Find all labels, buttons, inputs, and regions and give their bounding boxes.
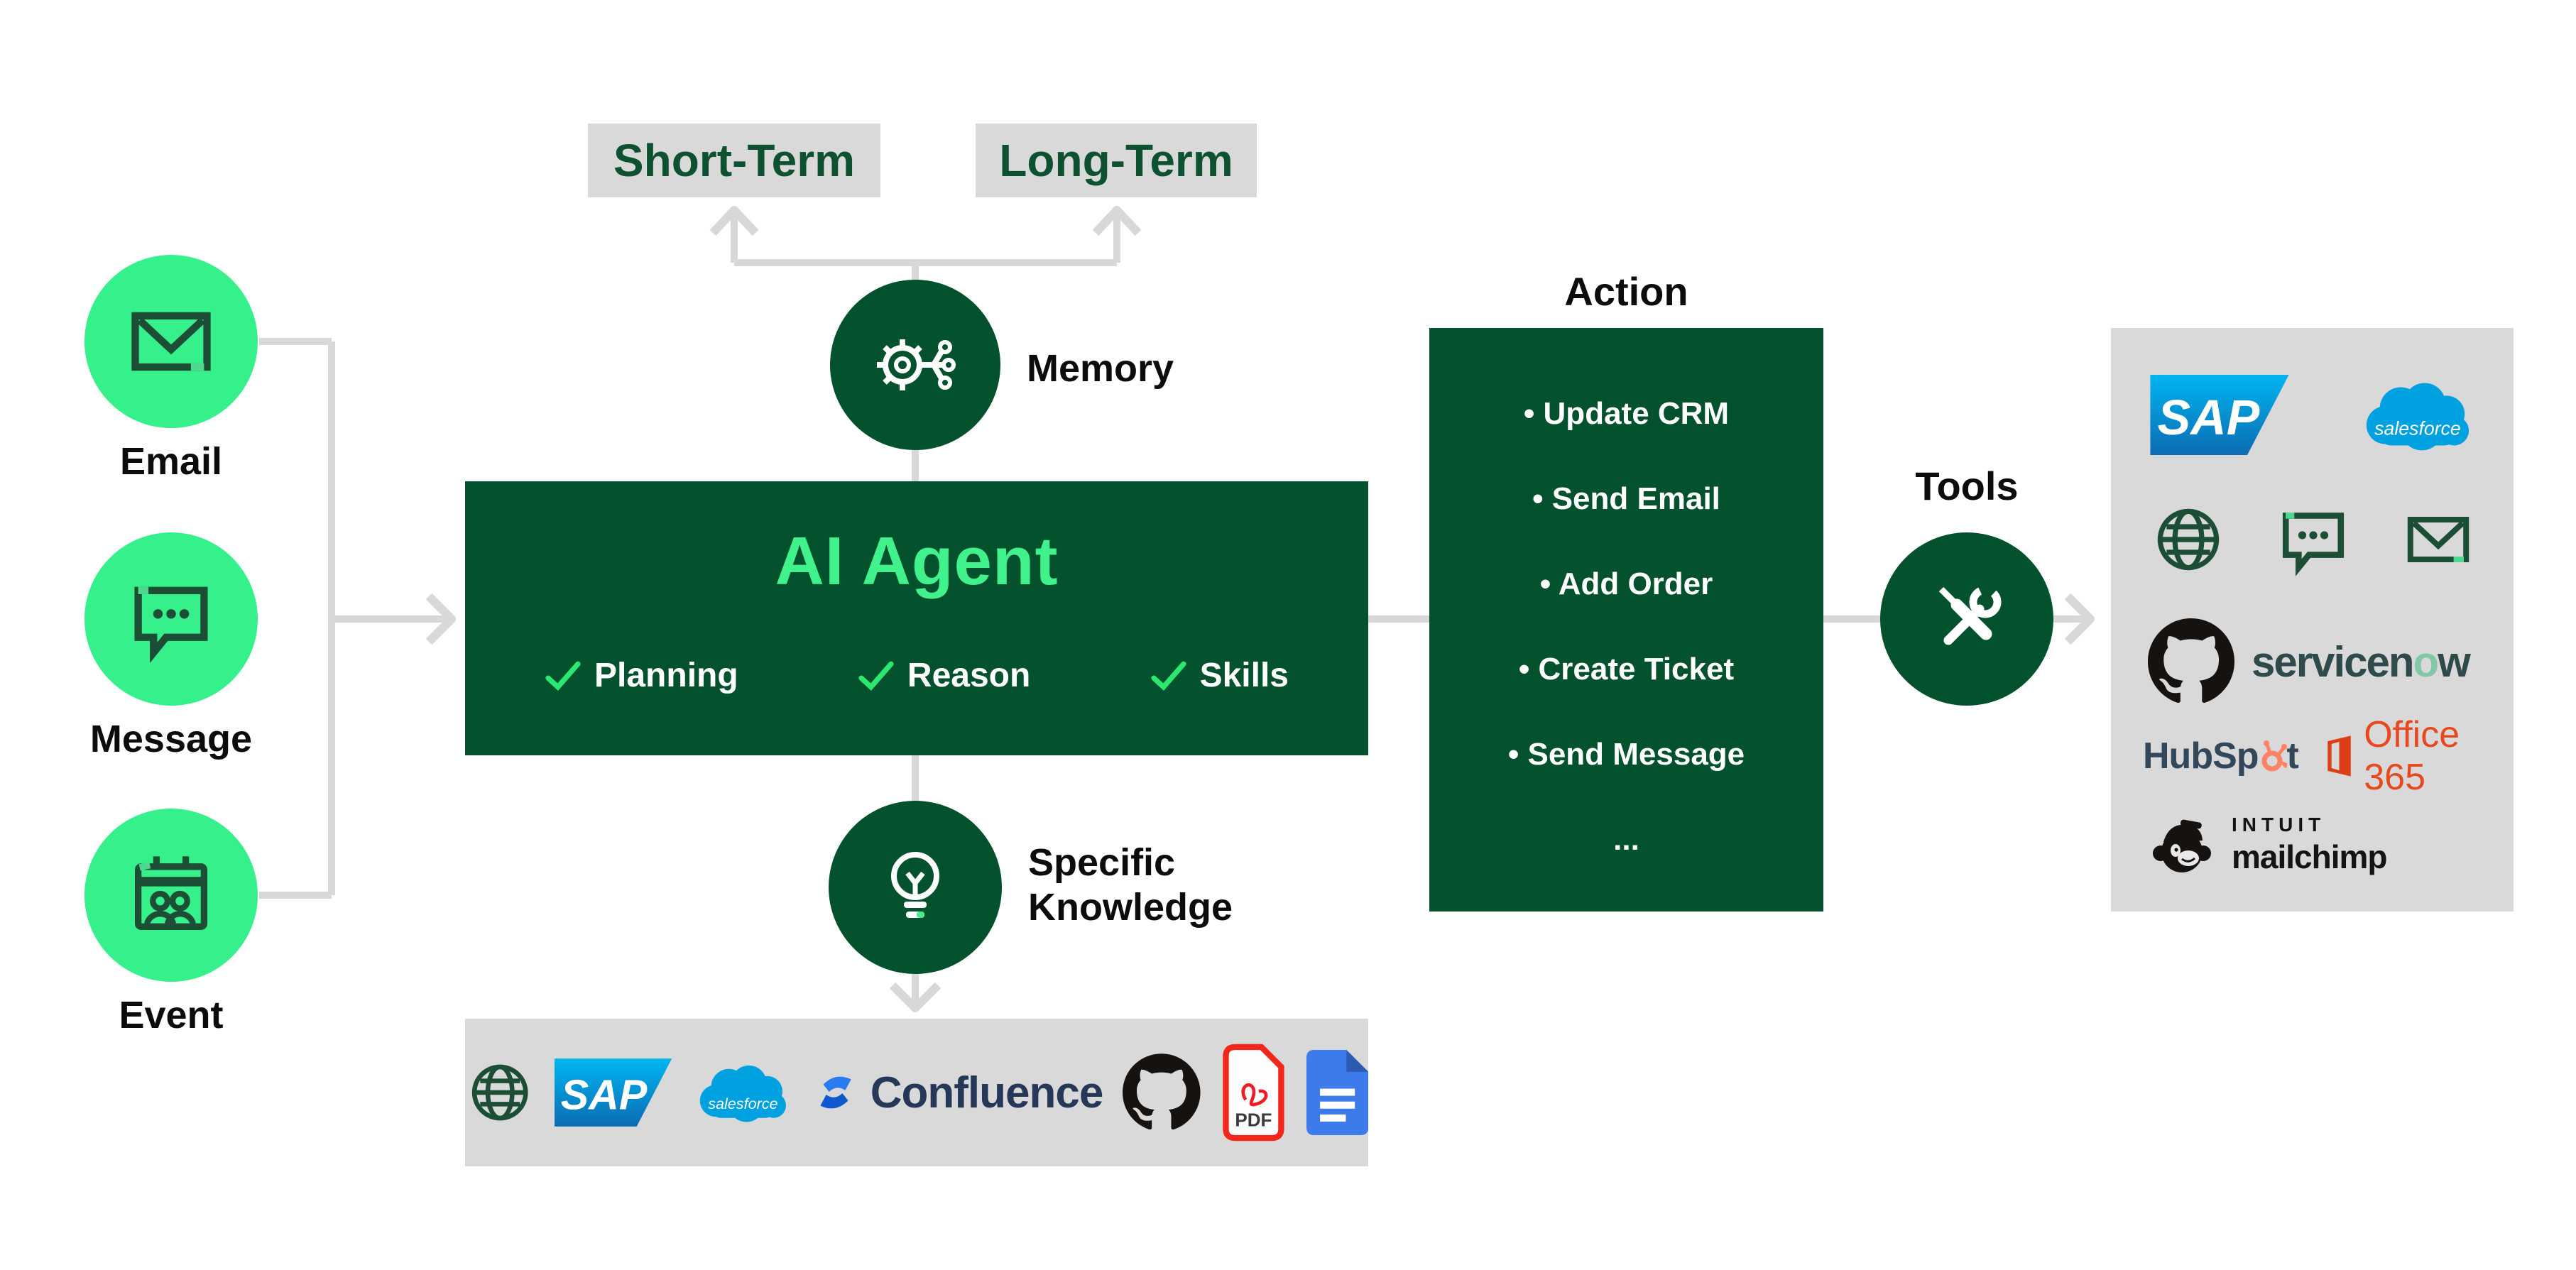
memory-node <box>830 280 1000 450</box>
confluence-logo: Confluence <box>812 1068 1103 1118</box>
office365-label: Office 365 <box>2364 714 2460 798</box>
hubspot-sprocket-icon <box>2261 740 2287 772</box>
capability-label: Planning <box>594 657 738 694</box>
globe-icon <box>471 1064 528 1121</box>
capability-label: Reason <box>907 657 1031 694</box>
message-node <box>84 532 258 706</box>
agent-capabilities: Planning Reason Skills <box>465 656 1368 695</box>
capability-reason: Reason <box>858 656 1030 695</box>
action-item: • Create Ticket <box>1518 652 1735 686</box>
tools-panel: SAP salesforce <box>2111 328 2514 912</box>
salesforce-logo: salesforce <box>2366 383 2469 450</box>
tools-panel-row2 <box>2150 497 2477 582</box>
calendar-people-icon <box>134 856 208 930</box>
long-term-label: Long-Term <box>999 135 1233 186</box>
mailchimp-label: mailchimp <box>2232 838 2388 875</box>
long-term-memory-box: Long-Term <box>976 124 1257 197</box>
input-email: Email <box>43 255 299 483</box>
check-icon <box>1150 661 1186 691</box>
wrench-screwdriver-icon <box>1938 578 2002 645</box>
pdf-icon: PDF <box>1223 1044 1284 1142</box>
tools-panel-row5: INTUIT mailchimp <box>2146 802 2487 887</box>
intuit-label: INTUIT <box>2232 814 2326 836</box>
knowledge-panel-row: SAP salesforce Conflu <box>465 1019 1368 1166</box>
capability-skills: Skills <box>1150 656 1289 695</box>
knowledge-panel: SAP salesforce Conflu <box>465 1019 1368 1166</box>
short-term-memory-box: Short-Term <box>588 124 880 197</box>
svg-text:SAP: SAP <box>561 1071 648 1118</box>
message-label: Message <box>89 718 253 760</box>
mailchimp-icon <box>2153 819 2211 872</box>
knowledge-label-line1: Specific <box>1028 841 1176 884</box>
sap-logo: SAP <box>555 1058 672 1127</box>
email-label: Email <box>119 440 223 483</box>
action-item: • Add Order <box>1539 566 1713 601</box>
chat-bubble-icon <box>134 586 208 663</box>
event-label: Event <box>119 994 224 1036</box>
action-box: • Update CRM • Send Email • Add Order • … <box>1429 328 1823 912</box>
svg-text:salesforce: salesforce <box>2374 417 2461 439</box>
github-icon <box>1123 1053 1201 1130</box>
confluence-icon <box>820 1076 851 1109</box>
memory-label: Memory <box>1027 347 1174 390</box>
knowledge-label: Specific Knowledge <box>1028 841 1233 930</box>
intuit-mailchimp-logo: INTUIT mailchimp <box>2232 814 2388 876</box>
servicenow-logo: servicenow <box>2252 637 2471 686</box>
input-event: Event <box>43 809 299 1037</box>
svg-text:SAP: SAP <box>2158 390 2260 445</box>
tools-panel-row4: HubSp t Office 365 <box>2143 714 2498 798</box>
event-node <box>84 809 258 982</box>
chat-bubble-icon <box>2282 513 2345 576</box>
tools-panel-row3: servicenow <box>2148 615 2489 708</box>
confluence-label: Confluence <box>870 1068 1104 1117</box>
action-item: • Send Message <box>1507 737 1745 772</box>
office-icon <box>2327 735 2351 777</box>
action-item: • Send Email <box>1532 481 1720 516</box>
sap-logo: SAP <box>2150 375 2289 455</box>
gear-circuit-icon <box>877 339 956 390</box>
action-title: Action <box>1564 269 1688 314</box>
servicenow-o: o <box>2413 637 2440 686</box>
short-term-label: Short-Term <box>613 135 856 186</box>
svg-text:PDF: PDF <box>1235 1109 1272 1130</box>
check-icon <box>545 661 581 691</box>
input-message: Message <box>43 532 299 761</box>
ai-agent-title: AI Agent <box>775 523 1059 599</box>
ai-agent-box: AI Agent Planning Reason Skills <box>465 481 1368 755</box>
office365-logo: Office 365 <box>2321 713 2498 799</box>
google-docs-icon <box>1306 1050 1368 1135</box>
github-icon <box>2148 618 2234 703</box>
action-item-ellipsis: ... <box>1613 822 1639 857</box>
knowledge-label-line2: Knowledge <box>1028 886 1233 929</box>
hubspot-logo: HubSp t <box>2143 735 2299 777</box>
capability-label: Skills <box>1199 657 1289 694</box>
envelope-icon <box>2407 517 2469 562</box>
lightbulb-icon <box>891 852 939 918</box>
knowledge-node <box>829 801 1002 974</box>
globe-icon <box>2157 508 2220 571</box>
svg-text:salesforce: salesforce <box>708 1095 777 1112</box>
salesforce-logo: salesforce <box>699 1065 786 1122</box>
tools-node <box>1880 532 2053 706</box>
envelope-icon <box>131 312 211 371</box>
tools-panel-row1: SAP salesforce <box>2150 363 2477 466</box>
check-icon <box>858 661 894 691</box>
capability-planning: Planning <box>545 656 738 695</box>
email-node <box>84 255 258 428</box>
tools-label: Tools <box>1915 464 2019 508</box>
action-item: • Update CRM <box>1523 396 1730 431</box>
